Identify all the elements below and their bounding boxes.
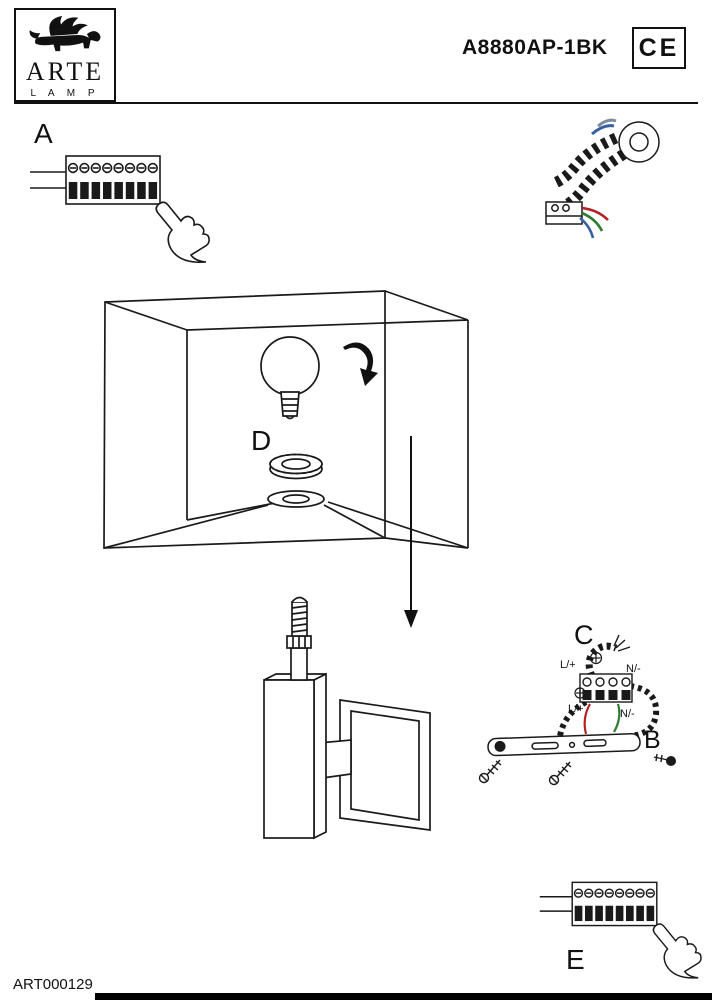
winged-lion-icon bbox=[29, 15, 101, 52]
article-code: ART000129 bbox=[13, 976, 93, 993]
brand-subtitle: L A M P bbox=[30, 88, 100, 99]
screw-icon bbox=[478, 759, 502, 784]
lampshade-cube-illustration: D bbox=[103, 290, 469, 549]
screw-icon bbox=[653, 753, 676, 766]
page-edge-bar bbox=[95, 993, 712, 1000]
tape-wires-illustration bbox=[545, 118, 660, 239]
wall-fixture-illustration bbox=[263, 596, 431, 840]
terminal-block-hand-illustration-a bbox=[29, 155, 210, 264]
mounting-bracket bbox=[487, 733, 641, 757]
rotate-arrow-icon bbox=[343, 342, 378, 386]
wall-plate bbox=[339, 699, 431, 831]
socket-ring-icon bbox=[269, 453, 323, 480]
live-label-top: L/+ bbox=[560, 659, 576, 671]
arte-lamp-logo: ARTE L A M P bbox=[14, 8, 116, 102]
model-number: A8880AP-1BK bbox=[462, 36, 608, 59]
ce-mark-text: CE bbox=[638, 33, 680, 62]
header-divider bbox=[14, 102, 698, 104]
light-bulb-icon bbox=[260, 336, 320, 420]
terminal-block bbox=[579, 673, 633, 703]
step-a-label: A bbox=[34, 118, 53, 149]
terminal-block-hand-illustration-e bbox=[539, 881, 702, 979]
neutral-label-top: N/- bbox=[626, 663, 641, 675]
live-label-bottom: L/+ bbox=[568, 703, 584, 715]
step-c-label: C bbox=[574, 620, 594, 650]
step-d-label: D bbox=[251, 425, 271, 456]
step-e-label: E bbox=[566, 944, 585, 975]
step-b-label: B bbox=[644, 726, 661, 754]
screw-icon bbox=[548, 761, 572, 786]
brand-name: ARTE bbox=[25, 57, 105, 86]
earth-symbol-icon bbox=[574, 651, 603, 699]
ce-mark: CE bbox=[632, 27, 686, 69]
bracket-wiring-illustration: C L/+ N/- L/+ bbox=[478, 620, 676, 786]
neutral-label-bottom: N/- bbox=[620, 708, 635, 720]
down-arrow-icon bbox=[404, 436, 418, 628]
fixture-column bbox=[263, 679, 315, 839]
